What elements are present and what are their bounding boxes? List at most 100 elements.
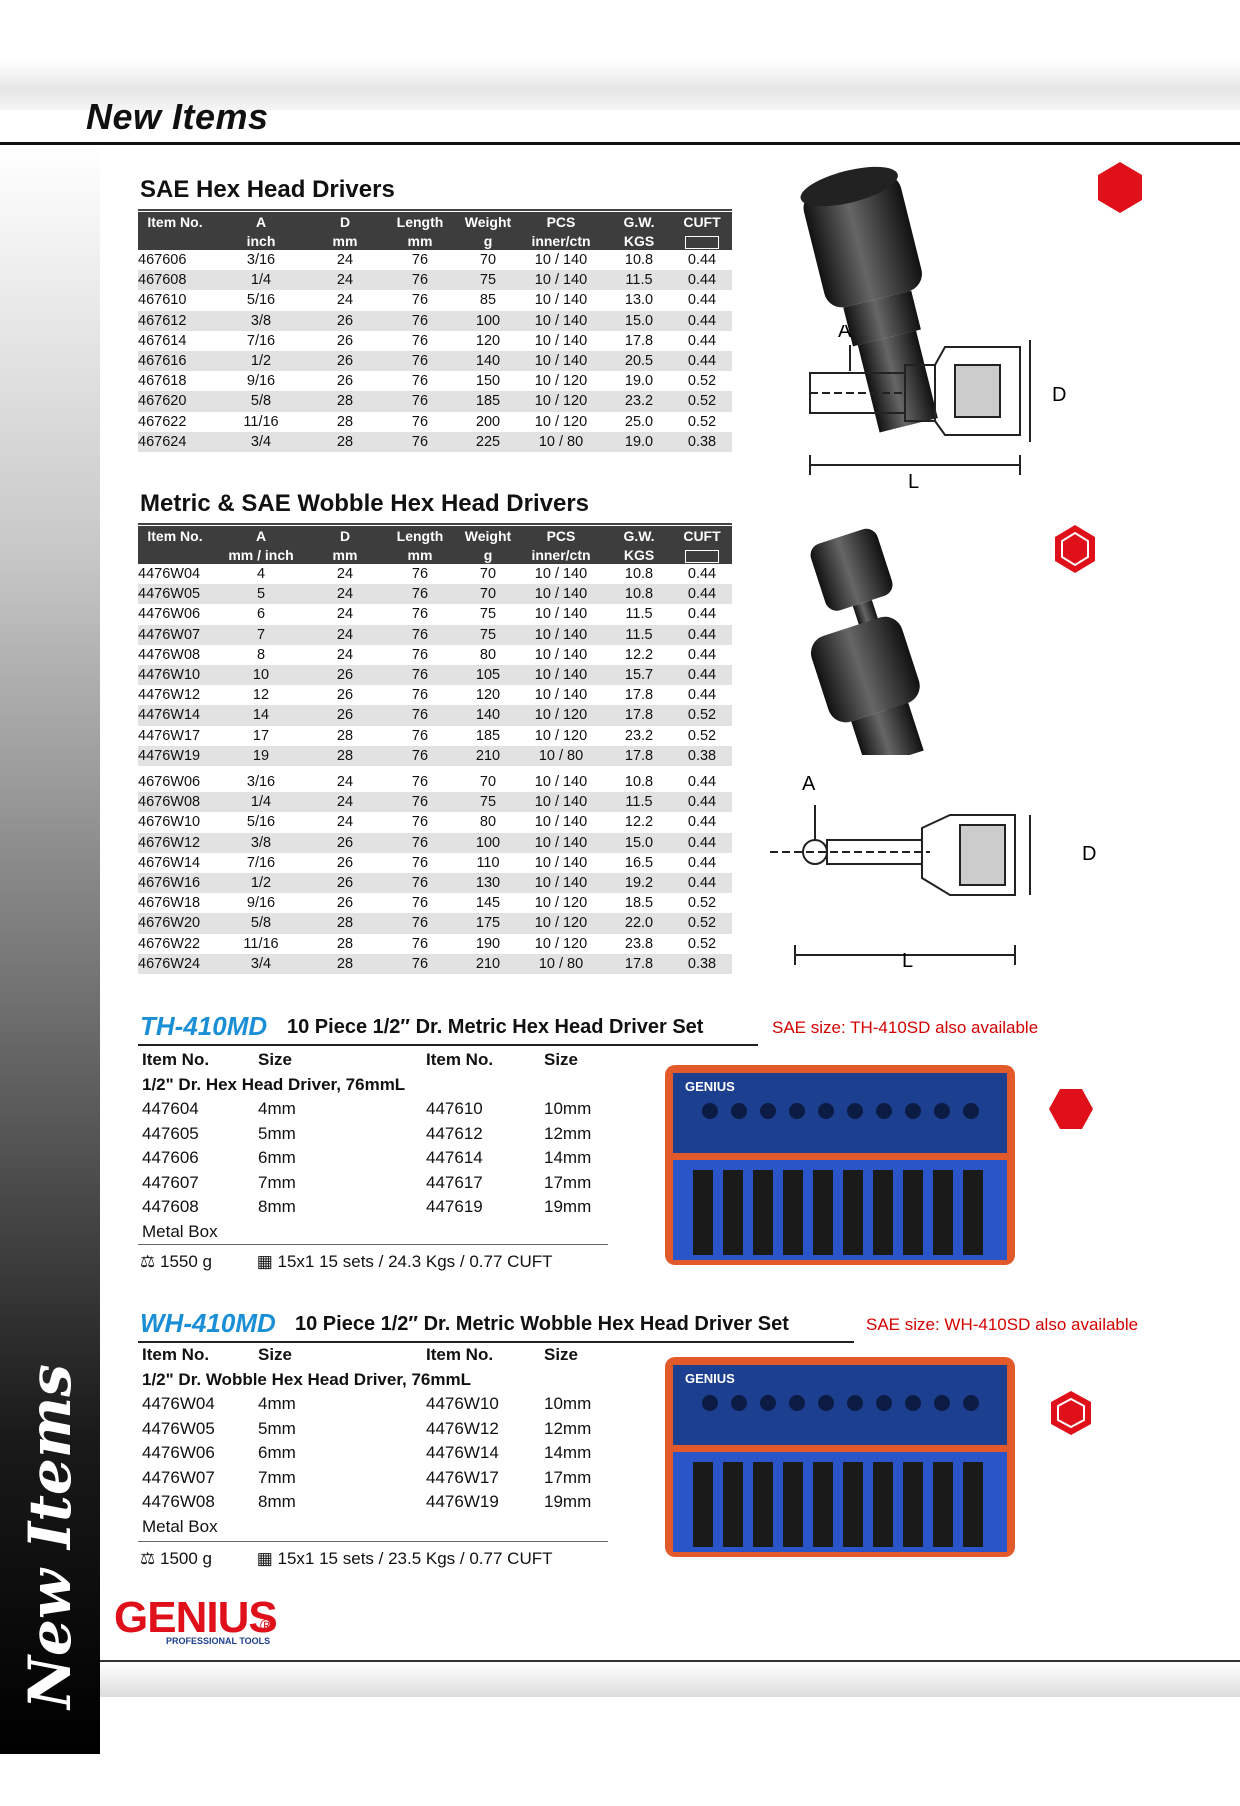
table-cell: 0.44: [672, 792, 732, 813]
table-cell: 6: [256, 606, 266, 623]
set-cell: 14mm: [544, 1443, 592, 1462]
set-cell: 19mm: [544, 1492, 592, 1511]
table-cell: 0.44: [687, 646, 717, 663]
table-cell: 10 / 140: [534, 252, 588, 268]
table-cell: 10 / 140: [516, 873, 606, 894]
logo-brand: GENIUS: [114, 1593, 277, 1642]
table-cell: 19.2: [606, 873, 672, 894]
table-cell: 12.2: [624, 814, 654, 831]
wobble-driver-photo: [810, 525, 1095, 755]
set-col-header: Item No.: [426, 1345, 494, 1364]
footer-band: [100, 1662, 1240, 1697]
set-cell: 447605: [142, 1123, 199, 1143]
table-cell: 4676W18: [138, 895, 201, 912]
table-cell: 24: [310, 270, 380, 291]
set-cell: 17mm: [544, 1172, 592, 1192]
table-cell: 0.52: [687, 373, 717, 390]
table-cell: 17.8: [624, 687, 654, 704]
table-cell: 76: [411, 687, 429, 704]
table-cell: 10 / 120: [534, 935, 588, 952]
table-cell: 0.38: [672, 953, 732, 975]
diagram-label-d: D: [1052, 384, 1066, 406]
set2-box-brand: GENIUS: [685, 1371, 735, 1386]
table-cell: 76: [380, 665, 460, 686]
table-cell: 76: [411, 935, 429, 952]
table-cell: 76: [380, 953, 460, 975]
set2-foot-rule: [138, 1541, 608, 1542]
set1-rule: [138, 1044, 758, 1046]
table-cell: 185: [460, 391, 516, 412]
table-cell: 0.44: [687, 606, 717, 623]
set2-note: SAE size: WH-410SD also available: [866, 1315, 1139, 1334]
wobble-section-title: Metric & SAE Wobble Hex Head Drivers: [140, 490, 590, 517]
footer-rule: [100, 1660, 1240, 1662]
table-cell: 76: [411, 895, 429, 912]
table-cell: 26: [310, 705, 380, 726]
table-cell: 100: [460, 310, 516, 331]
table-cell: 76: [411, 252, 429, 268]
set-cell: 4mm: [258, 1099, 296, 1118]
set-col-header: Size: [544, 1050, 579, 1069]
table-cell: 25.0: [624, 413, 654, 430]
set-box-type: Metal Box: [142, 1516, 218, 1536]
table-cell: 4676W22: [138, 935, 201, 952]
table-cell: 10 / 120: [516, 391, 606, 412]
col-header: Item No.: [138, 212, 212, 232]
table-cell: 76: [380, 310, 460, 331]
table-cell: 10 / 140: [534, 687, 588, 704]
table-cell: 175: [460, 913, 516, 934]
set2-packing: 15x1 15 sets / 23.5 Kgs / 0.77 CUFT: [277, 1549, 553, 1568]
table-cell: 10 / 140: [534, 774, 588, 791]
table-cell: 76: [380, 832, 460, 853]
table-cell: 76: [380, 792, 460, 813]
table-cell: 10 / 140: [516, 624, 606, 645]
table-cell: 467606: [138, 252, 187, 268]
table-cell: 5/16: [246, 292, 276, 309]
table-cell: 76: [411, 606, 429, 623]
table-cell: 76: [380, 913, 460, 934]
set-box-type: Metal Box: [142, 1221, 218, 1241]
table-cell: 76: [380, 584, 460, 605]
logo-reg: ®: [260, 1616, 273, 1636]
table-cell: 10 / 140: [534, 292, 588, 309]
table-cell: 1/4: [212, 270, 310, 291]
table-cell: 22.0: [606, 913, 672, 934]
set-col-header: Item No.: [426, 1050, 494, 1069]
set2-weight: 1500 g: [159, 1549, 212, 1568]
sae-section-title: SAE Hex Head Drivers: [140, 176, 395, 203]
table-cell: 10 / 120: [516, 705, 606, 726]
table-cell: 11/16: [243, 935, 279, 952]
table-cell: 11/16: [243, 413, 279, 430]
hex-red-icon: [1098, 162, 1142, 213]
table-cell: 76: [380, 705, 460, 726]
table-cell: 76: [380, 270, 460, 291]
set-cell: 4476W10: [426, 1394, 499, 1413]
table-cell: 0.44: [687, 252, 717, 268]
set2-hex-red-icon: [1051, 1391, 1091, 1435]
table-cell: 76: [411, 727, 429, 744]
set-col-header: Item No.: [142, 1345, 210, 1364]
col-unit-header: [672, 232, 732, 250]
table-cell: 0.44: [687, 566, 717, 582]
table-cell: 0.44: [687, 814, 717, 831]
col-unit-header: mm: [310, 546, 380, 564]
table-cell: 28: [310, 391, 380, 412]
set-cell: 10mm: [544, 1099, 592, 1118]
table-cell: 10.8: [624, 566, 654, 582]
table-cell: 17.8: [606, 705, 672, 726]
set2-rule: [138, 1341, 854, 1343]
table-cell: 110: [476, 854, 500, 871]
